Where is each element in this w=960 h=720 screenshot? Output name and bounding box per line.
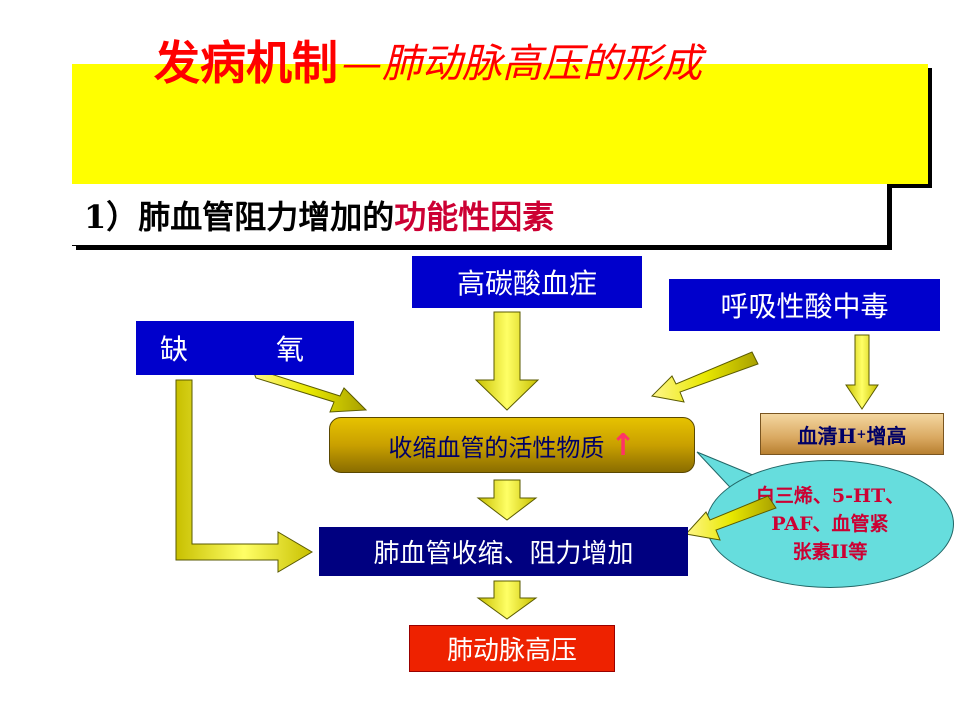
- mediators-line-3: 张素II等: [792, 541, 868, 563]
- node-respiratory-acidosis: 呼吸性酸中毒: [669, 279, 940, 331]
- mediators-line-2: PAF、血管紧: [771, 513, 889, 535]
- node-hypercapnia: 高碳酸血症: [412, 256, 642, 308]
- mediators-line-1: 白三烯、5-HT、: [755, 485, 905, 507]
- node-hypoxia: 缺氧: [136, 321, 354, 375]
- arrow-hypoxia-elbow: [175, 379, 313, 573]
- increase-arrow-icon: ↑: [610, 427, 636, 463]
- page-title: 发病机制—肺动脉高压的形成: [0, 0, 856, 120]
- arrow-vasoactive-down: [476, 479, 538, 521]
- node-pulmonary-hypertension: 肺动脉高压: [409, 625, 615, 672]
- serum-suffix: 增高: [866, 423, 907, 448]
- arrow-hypoxia-diagonal: [251, 367, 368, 413]
- hypoxia-char-1: 缺: [160, 333, 189, 366]
- arrow-constriction-down: [476, 580, 538, 620]
- mediators-callout: 白三烯、5-HT、 PAF、血管紧 张素II等: [706, 460, 954, 588]
- subtitle-banner: [72, 184, 888, 246]
- subtitle: 1）肺血管阻力增加的功能性因素: [84, 190, 554, 240]
- arrow-hypercapnia-down: [474, 311, 540, 411]
- serum-sup: +: [856, 427, 867, 441]
- title-main: 发病机制: [154, 36, 338, 90]
- arrow-acidosis-down: [845, 334, 879, 410]
- subtitle-highlight: 功能性因素: [394, 198, 555, 236]
- node-vasoactive-substances: 收缩血管的活性物质↑: [329, 417, 695, 473]
- node-vasoconstriction: 肺血管收缩、阻力增加: [319, 527, 688, 576]
- vasoactive-label: 收缩血管的活性物质: [388, 433, 605, 462]
- node-serum-h-increase: 血清H+增高: [760, 413, 944, 455]
- serum-prefix: 血清H: [797, 423, 857, 448]
- title-sub: —肺动脉高压的形成: [342, 41, 702, 87]
- title-banner: [72, 64, 928, 184]
- hypoxia-char-2: 氧: [276, 333, 305, 366]
- arrow-acidosis-diagonal: [650, 351, 759, 403]
- subtitle-prefix: 1）肺血管阻力增加的: [84, 198, 395, 236]
